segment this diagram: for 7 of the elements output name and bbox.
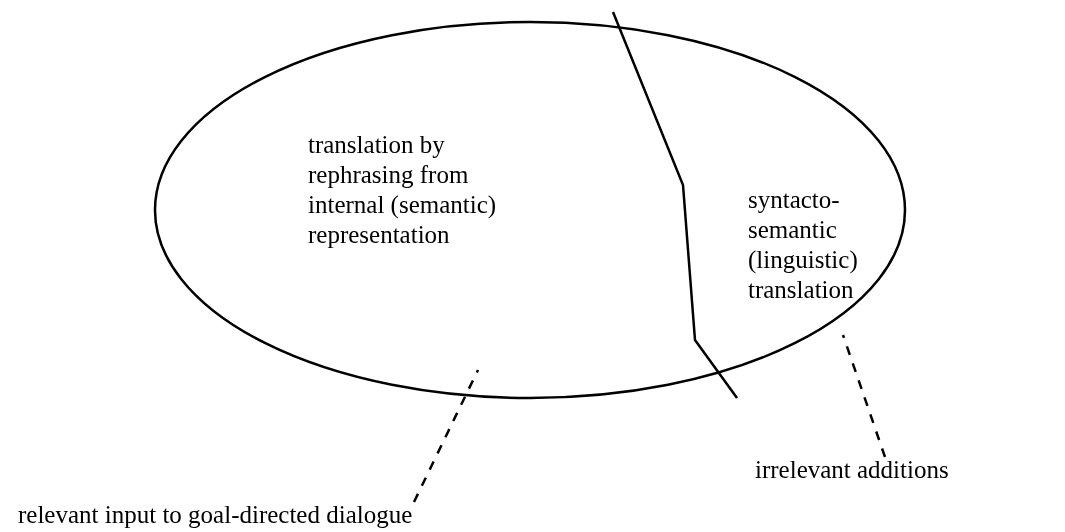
text-label: irrelevant additions <box>755 455 950 485</box>
leader-line <box>841 334 887 458</box>
leader-line <box>412 369 480 503</box>
text-label: translation by rephrasing from internal (semantic) representation <box>308 130 498 250</box>
text-label: relevant input to goal-directed dialogue <box>18 500 414 530</box>
text-label: syntacto- semantic (linguistic) translation <box>748 185 859 305</box>
ellipse-shape <box>153 20 907 400</box>
